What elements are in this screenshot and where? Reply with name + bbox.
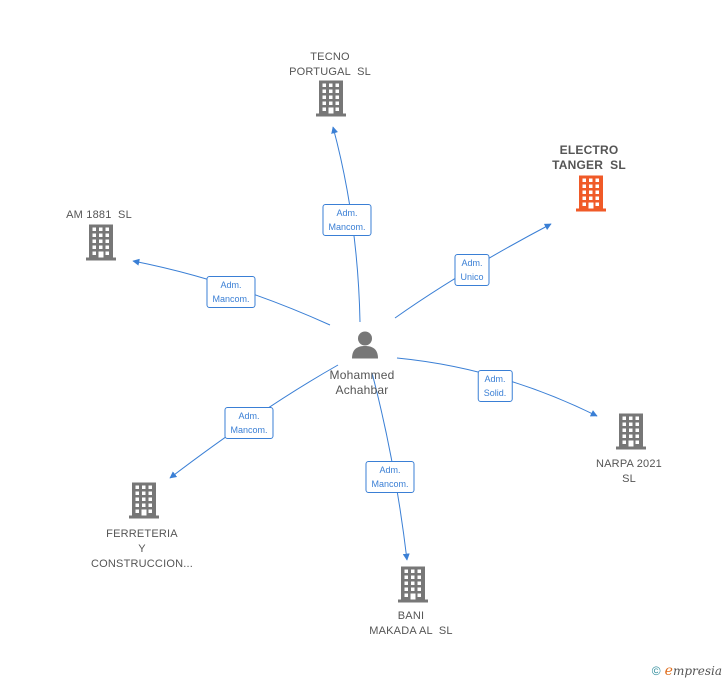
copyright-symbol: © — [651, 664, 661, 678]
company-label-bani[interactable]: BANI MAKADA AL SL — [369, 610, 453, 637]
role-badge-bani[interactable]: Adm. Mancom. — [365, 461, 415, 493]
empresia-credit[interactable]: ©empresia — [652, 663, 722, 679]
person-icon[interactable] — [351, 331, 379, 364]
building-icon[interactable] — [129, 482, 159, 524]
company-label-tecno[interactable]: TECNO PORTUGAL SL — [289, 51, 371, 78]
role-badge-ferreteria[interactable]: Adm. Mancom. — [224, 407, 274, 439]
role-badge-electro[interactable]: Adm. Unico — [454, 254, 490, 286]
role-badge-narpa[interactable]: Adm. Solid. — [477, 370, 513, 402]
building-icon[interactable] — [576, 175, 606, 217]
company-label-electro[interactable]: ELECTRO TANGER SL — [552, 143, 626, 172]
company-label-narpa[interactable]: NARPA 2021 SL — [595, 458, 663, 485]
company-label-am1881[interactable]: AM 1881 SL — [66, 209, 132, 221]
building-icon[interactable] — [316, 80, 346, 122]
role-badge-tecno[interactable]: Adm. Mancom. — [322, 204, 372, 236]
role-badge-am1881[interactable]: Adm. Mancom. — [206, 276, 256, 308]
building-icon[interactable] — [86, 224, 116, 266]
building-icon[interactable] — [398, 566, 428, 608]
brand-initial: e — [664, 663, 673, 679]
brand-name: mpresia — [672, 664, 722, 678]
person-label[interactable]: Mohammed Achahbar — [329, 368, 395, 397]
building-icon[interactable] — [616, 413, 646, 455]
company-label-ferreteria[interactable]: FERRETERIA Y CONSTRUCCION... — [91, 528, 193, 570]
